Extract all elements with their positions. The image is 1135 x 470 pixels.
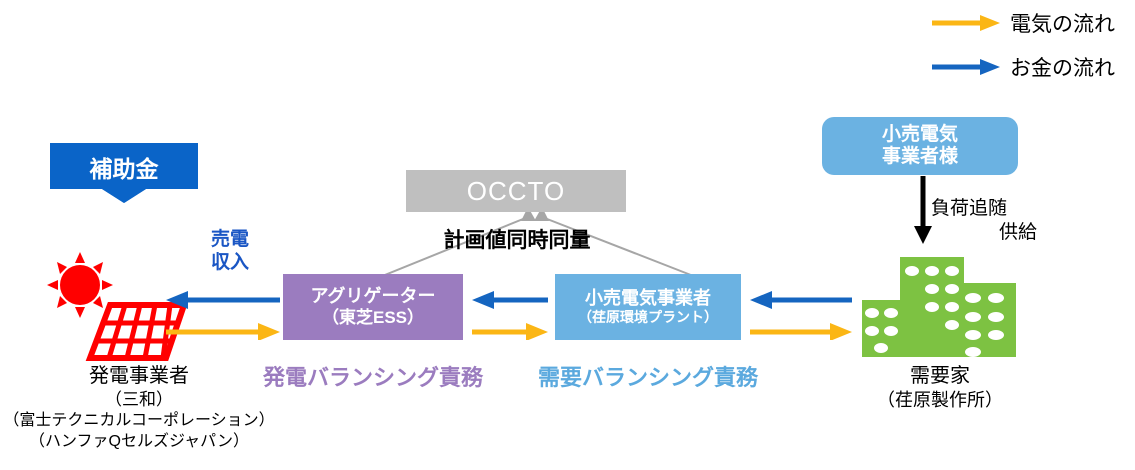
consumer-caption-line1: 需要家	[910, 365, 970, 387]
generator-caption-line4: （ハンファQセルズジャパン）	[29, 432, 249, 450]
flow-arrows-generator-aggregator	[166, 291, 280, 340]
flow-arrows-retailer-consumer	[750, 291, 852, 340]
generator-caption-line3: （富士テクニカルコーポレーション）	[3, 412, 275, 430]
subsidy-block-arrow	[50, 143, 198, 203]
load-following-supply-label: 負荷追随 供給	[931, 197, 1041, 245]
generator-caption: 発電事業者 （三和） （富士テクニカルコーポレーション） （ハンファQセルズジャ…	[0, 363, 278, 453]
simultaneity-label: 計画値同時同量	[443, 229, 591, 252]
aggregator-box[interactable]: アグリゲーター （東芝ESS）	[283, 274, 463, 340]
legend-item-electricity-flow: 電気の流れ	[930, 8, 1115, 38]
sales-revenue-line2: 収入	[210, 252, 249, 274]
buildings-icon	[862, 257, 1016, 357]
consumer-caption-line2: （荏原製作所）	[877, 390, 1003, 410]
flow-arrows-aggregator-retailer	[472, 291, 548, 340]
load-following-supply-arrow	[914, 176, 932, 244]
retail-customer-label-line2: 事業者様	[881, 146, 958, 167]
retailer-box[interactable]: 小売電気事業者 （荏原環境プラント）	[555, 274, 741, 340]
electricity-flow-arrow-icon	[932, 15, 1000, 31]
aggregator-label-line2: （東芝ESS）	[321, 307, 425, 327]
occto-box[interactable]: OCCTO	[406, 170, 626, 212]
money-flow-arrow-icon	[932, 59, 1000, 75]
generation-balancing-responsibility-label: 発電バランシング責務	[262, 365, 483, 390]
retailer-label-line1: 小売電気事業者	[585, 288, 711, 309]
aggregator-label-line1: アグリゲーター	[310, 286, 436, 307]
legend-item-money-flow: お金の流れ	[930, 52, 1115, 82]
generator-caption-line1: 発電事業者	[89, 365, 189, 387]
sales-revenue-line1: 売電	[210, 229, 249, 250]
consumer-caption: 需要家 （荏原製作所）	[845, 363, 1035, 412]
retail-customer-box[interactable]: 小売電気 事業者様	[822, 117, 1018, 175]
retail-customer-label-line1: 小売電気	[881, 123, 958, 145]
sales-revenue-label: 売電 収入	[196, 228, 264, 274]
legend-label-money-flow: お金の流れ	[1010, 57, 1115, 80]
retailer-label-line2: （荏原環境プラント）	[578, 309, 718, 326]
occto-label: OCCTO	[466, 175, 566, 206]
occto-connector-lines	[379, 207, 697, 278]
legend-label-electricity-flow: 電気の流れ	[1010, 13, 1115, 36]
demand-balancing-responsibility-label: 需要バランシング責務	[537, 365, 758, 390]
load-following-line1: 負荷追随	[931, 198, 1008, 219]
load-following-line2: 供給	[998, 221, 1037, 243]
generator-caption-line2: （三和）	[105, 390, 173, 409]
